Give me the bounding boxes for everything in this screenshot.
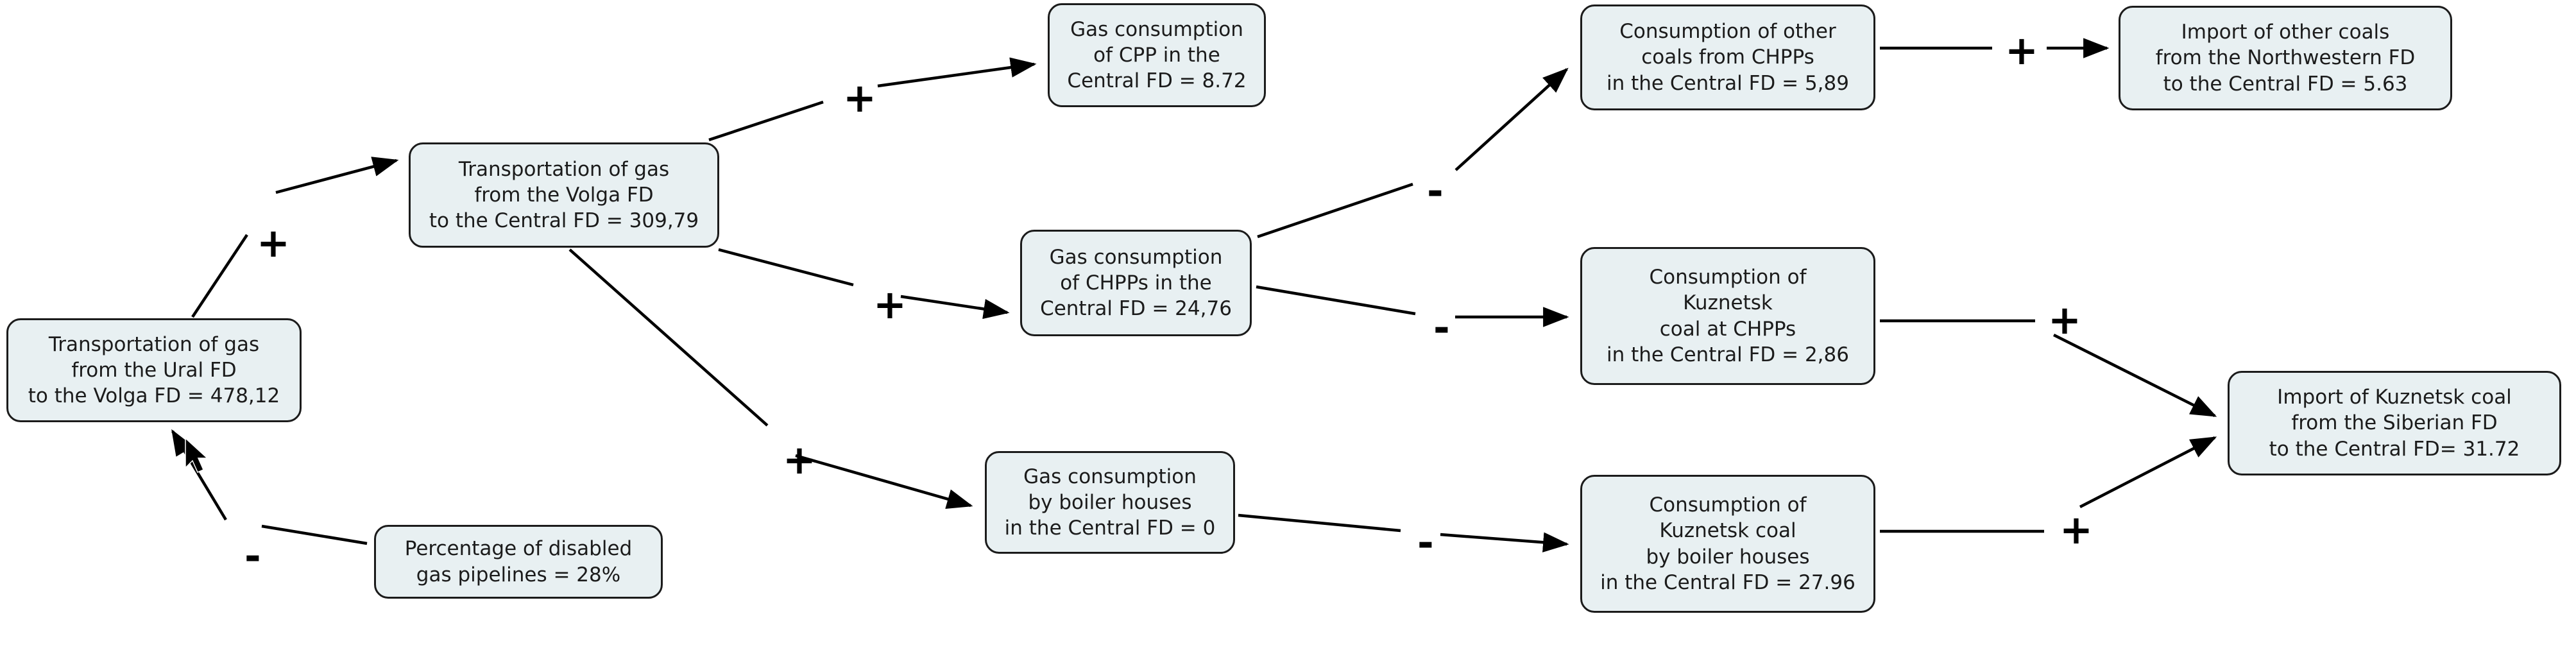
connector-chpp-to-other-coals bbox=[1257, 182, 1413, 239]
connector-volga-to-boiler-arrow bbox=[795, 454, 973, 509]
polarity-sign-volga-to-boiler: + bbox=[783, 436, 816, 483]
polarity-sign-pipelines-to-ural: - bbox=[244, 533, 261, 579]
mouse-cursor bbox=[185, 437, 209, 473]
node-consumption-kuznetsk-boiler[interactable]: Consumption of Kuznetsk coal by boiler h… bbox=[1580, 475, 1875, 613]
polarity-sign-kuznetsk-boiler-to-import: + bbox=[2060, 506, 2093, 553]
polarity-sign-volga-to-cpp: + bbox=[843, 74, 876, 121]
polarity-sign-other-coals-to-import: + bbox=[2005, 27, 2038, 74]
connector-ural-to-volga-arrow bbox=[275, 157, 399, 194]
node-gas-consumption-boiler[interactable]: Gas consumption by boiler houses in the … bbox=[985, 451, 1235, 554]
connector-pipelines-to-ural-arrow bbox=[171, 429, 227, 521]
node-consumption-other-coals-chpp[interactable]: Consumption of other coals from CHPPs in… bbox=[1580, 4, 1875, 110]
connector-boiler-to-kuznetsk-boiler-arrow bbox=[1440, 532, 1569, 552]
connector-ural-to-volga bbox=[191, 234, 248, 318]
connector-kuznetsk-boiler-to-import-arrow bbox=[2079, 436, 2217, 509]
connector-volga-to-cpp-arrow bbox=[877, 57, 1037, 88]
node-transport-ural-volga[interactable]: Transportation of gas from the Ural FD t… bbox=[6, 318, 302, 422]
node-transport-volga-central[interactable]: Transportation of gas from the Volga FD … bbox=[409, 142, 719, 248]
node-gas-consumption-cpp[interactable]: Gas consumption of CPP in the Central FD… bbox=[1048, 3, 1266, 107]
polarity-sign-kuznetsk-chpp-to-import: + bbox=[2048, 296, 2081, 343]
connector-volga-to-boiler bbox=[568, 248, 769, 427]
polarity-sign-ural-to-volga: + bbox=[257, 219, 290, 266]
polarity-sign-volga-to-chpp: + bbox=[873, 281, 907, 328]
connector-volga-to-chpp-arrow bbox=[900, 295, 1010, 320]
connector-volga-to-chpp bbox=[718, 248, 854, 287]
node-import-other-coals[interactable]: Import of other coals from the Northwest… bbox=[2119, 6, 2452, 110]
connector-boiler-to-kuznetsk-boiler bbox=[1238, 513, 1401, 533]
connector-chpp-to-kuznetsk-chpp bbox=[1256, 285, 1416, 316]
polarity-sign-chpp-to-other-coals: - bbox=[1427, 167, 1444, 214]
polarity-sign-boiler-to-kuznetsk-boiler: - bbox=[1417, 519, 1434, 566]
node-consumption-kuznetsk-chpp[interactable]: Consumption of Kuznetsk coal at CHPPs in… bbox=[1580, 247, 1875, 385]
node-import-kuznetsk-coal[interactable]: Import of Kuznetsk coal from the Siberia… bbox=[2228, 371, 2561, 475]
connector-volga-to-cpp bbox=[708, 100, 824, 142]
polarity-sign-chpp-to-kuznetsk-chpp: - bbox=[1433, 304, 1450, 351]
connector-pipelines-to-ural bbox=[261, 524, 368, 545]
connector-chpp-to-other-coals-arrow bbox=[1454, 67, 1569, 171]
node-gas-consumption-chpp[interactable]: Gas consumption of CHPPs in the Central … bbox=[1020, 230, 1252, 336]
node-percentage-disabled-pipelines[interactable]: Percentage of disabled gas pipelines = 2… bbox=[374, 525, 663, 599]
connector-kuznetsk-chpp-to-import-arrow bbox=[2052, 333, 2217, 418]
